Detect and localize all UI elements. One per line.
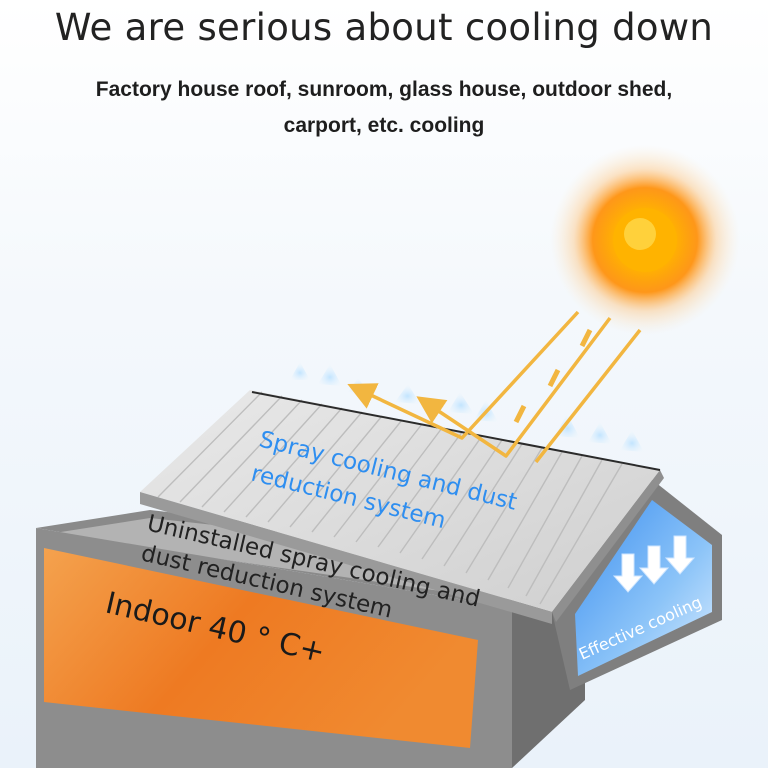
- uninstalled-building: [36, 510, 585, 768]
- subtitle-line-1: Factory house roof, sunroom, glass house…: [95, 78, 673, 101]
- subtitle-line-2: carport, etc. cooling: [283, 114, 485, 137]
- indoor-hot-zone: [44, 548, 478, 748]
- cool-down-arrow-icon: [612, 535, 696, 593]
- sun-ray-arrow-icon: [347, 310, 642, 464]
- sun-icon: [550, 145, 740, 335]
- page-title: We are serious about cooling down: [54, 6, 714, 49]
